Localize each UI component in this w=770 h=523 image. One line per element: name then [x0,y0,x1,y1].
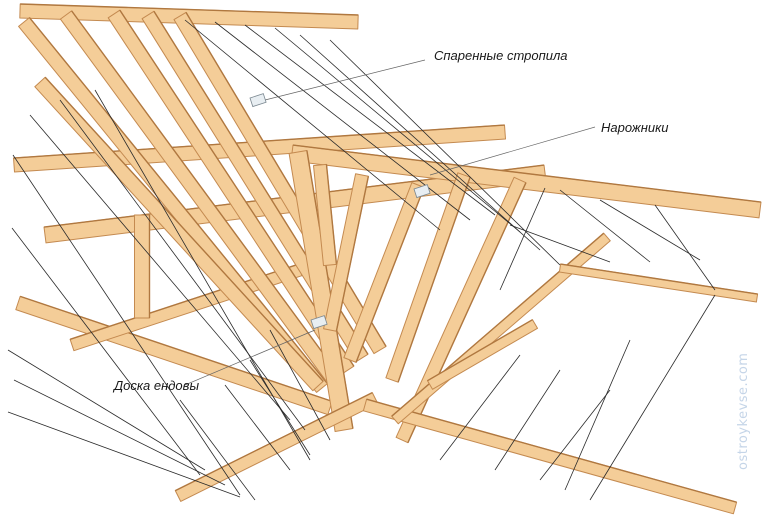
hatch-line-1 [11,227,201,476]
rafter-1-edge [28,17,328,385]
hatch-line-21 [654,204,716,291]
joist-right-edge [560,263,758,295]
jack-rafter-1-edge [325,164,338,265]
jack-rafter-3-edge [355,187,425,363]
floor-beam-right-edge [366,398,737,503]
jack-rafter-4-edge [397,176,471,383]
bracket-upper [249,93,267,108]
watermark-text: ostroykevse.com [736,352,751,470]
hatch-line-22 [439,354,521,461]
ridge-board-right-edge [292,144,762,203]
valley-rafter-edge [306,150,354,429]
hatch-line-3 [13,379,226,486]
jack-rafter-5-edge [407,182,527,443]
jack-rafter-2-edge [335,176,370,332]
jack-rafter-3 [343,182,425,363]
hatch-line-20 [599,199,701,261]
rafter-2-edge [71,10,341,377]
hatch-line-10 [224,384,291,471]
hatch-line-25 [564,339,631,491]
hatch-line-16 [274,27,521,233]
leader-lines [184,59,596,386]
hatch-line-9 [179,399,256,501]
bracket-lower [310,315,328,330]
beam-right-diagonal-edge [391,232,605,417]
leader-paired-rafters [264,59,426,101]
hatch-line-13 [184,19,441,231]
hatch-line-6 [12,154,241,496]
hatch-line-23 [494,369,561,471]
jack-rafter-5 [395,176,527,444]
hatch-line-7 [59,99,306,431]
label-paired-rafters: Спаренные стропила [434,48,568,63]
rafter-6-edge [44,76,324,382]
hatch-line-15 [244,24,496,216]
hatch-line-2 [7,349,206,471]
label-valley-board: Доска ендовы [114,378,200,393]
joist-right [558,263,759,303]
hatch-line-4 [7,411,241,498]
leader-valley-board [184,329,316,386]
hatch-line-5 [29,114,291,421]
beam-right-short-edge [427,319,533,382]
post-left [134,214,150,319]
ridge-board-left-edge [20,3,359,16]
hatch-line-11 [249,359,311,456]
bracket-middle [413,184,431,199]
wall-plate-left-edge [20,295,333,403]
hatch-line-17 [299,34,541,251]
hatch-line-24 [539,389,611,481]
rafter-3 [107,9,355,375]
ridge-board-right [290,144,762,219]
valley-board-edge [175,392,373,492]
label-jack-rafters: Нарожники [601,120,669,135]
leader-jack-rafters [429,126,596,176]
hatch-line-19 [559,189,651,263]
beam-right-diagonal [391,232,611,425]
hatch-line-27 [509,224,611,263]
hatch-line-18 [329,39,561,266]
floor-beam-right [362,398,738,515]
jack-rafter-4 [385,172,471,383]
hatch-line-28 [499,187,546,291]
rafter-5-edge [185,12,387,347]
hatch-line-12 [269,329,331,441]
hatching-lines [7,19,716,501]
hatch-line-26 [589,294,716,501]
timber-members [13,3,762,515]
metal-brackets [249,93,431,330]
valley-board [174,392,379,502]
